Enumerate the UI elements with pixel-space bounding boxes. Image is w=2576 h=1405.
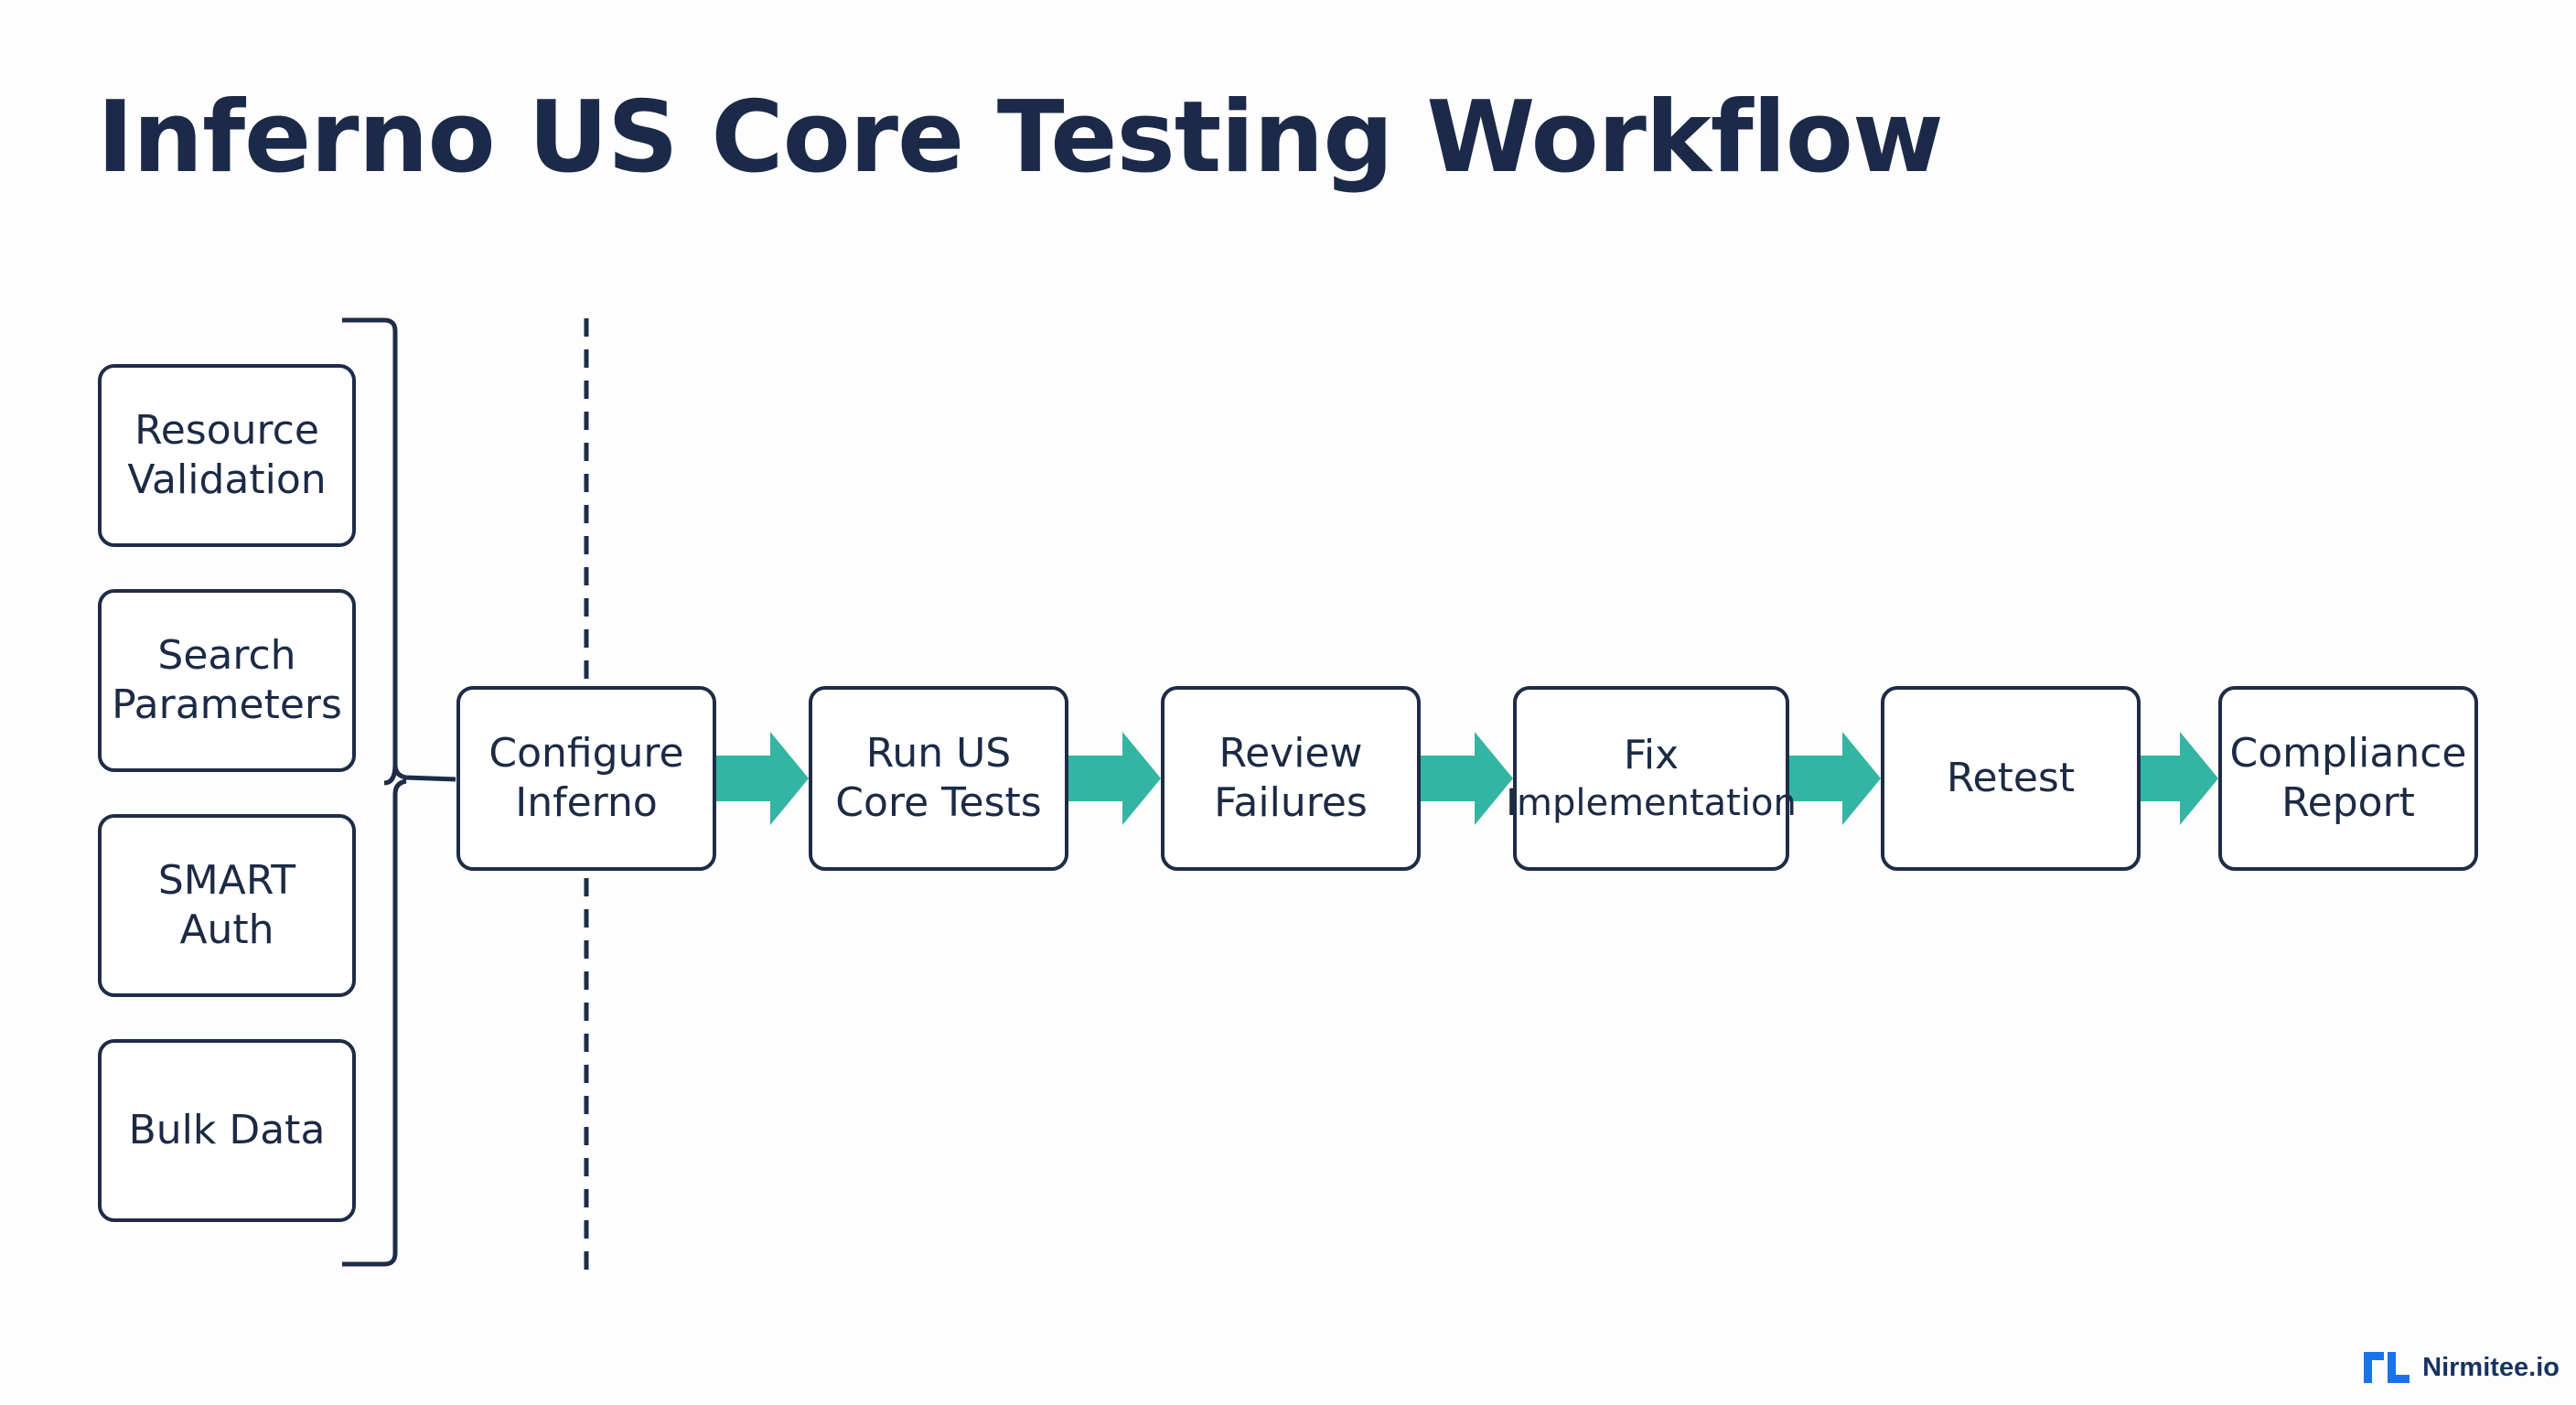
step-label-line1: Retest [1946,755,2076,801]
page-title: Inferno US Core Testing Workflow [97,80,1944,195]
category-label: Resource Validation [127,407,327,503]
step-label-line2: Core Tests [835,779,1042,826]
nirmitee-logo-icon [2364,1352,2410,1383]
step-label-line2: Implementation [1506,782,1797,824]
group-bracket [342,317,456,1267]
category-label: Search Parameters [112,632,342,728]
arrow-right-icon [1788,732,1881,825]
step-review-failures: Review Failures [1161,686,1421,871]
step-label-line1: Configure [488,730,684,777]
brand-logo: Nirmitee.io [2364,1352,2560,1383]
arrow-right-icon [2126,732,2218,825]
step-label-line2: Failures [1214,779,1368,826]
category-smart-auth: SMART Auth [98,814,356,997]
step-label-line1: Review [1218,730,1363,777]
step-configure-inferno: Configure Inferno [456,686,716,871]
step-run-us-core-tests: Run US Core Tests [809,686,1068,871]
category-bulk-data: Bulk Data [98,1039,356,1222]
step-label-line1: Fix [1623,732,1680,778]
step-label-line1: Run US [865,730,1012,777]
step-retest: Retest [1881,686,2141,871]
category-search-parameters: Search Parameters [98,589,356,772]
step-label-line2: Report [2281,779,2415,826]
brand-name: Nirmitee.io [2422,1352,2560,1382]
step-fix-implementation: Fix Implementation [1506,686,1797,871]
category-label: SMART Auth [157,857,296,953]
arrow-right-icon [1421,732,1513,825]
step-compliance-report: Compliance Report [2218,686,2478,871]
arrow-right-icon [1068,732,1161,825]
category-label: Bulk Data [128,1107,326,1153]
step-label-line1: Compliance [2229,730,2467,777]
category-resource-validation: Resource Validation [98,364,356,547]
step-label-line2: Inferno [515,779,658,826]
arrow-right-icon [716,732,809,825]
